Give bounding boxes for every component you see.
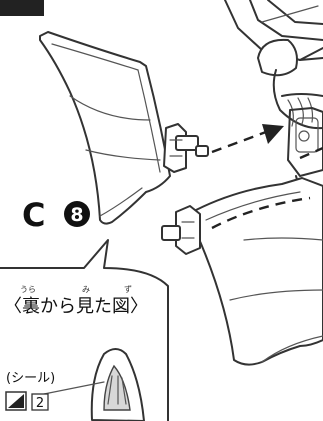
wing-panel-upper (39, 31, 171, 225)
part-label: C 8 (22, 196, 90, 234)
callout-title: 〈裏から見た図〉 (4, 296, 148, 317)
ruby-zu: ず (124, 284, 132, 294)
seal-number: 2 (36, 396, 44, 411)
assembly-arrow (211, 124, 323, 160)
seal-label: (シール) (6, 371, 55, 386)
seal-swatch-shade (8, 394, 24, 408)
part-number-badge (64, 201, 90, 227)
back-view-detail (43, 348, 145, 421)
connector-peg-upper (163, 123, 209, 173)
robot-body (224, 0, 323, 201)
part-number: 8 (70, 204, 83, 226)
seal-number-box (31, 393, 49, 411)
callout-bubble: うら み ず 〈裏から見た図〉 (0, 239, 169, 421)
seal-legend: (シール) 2 (5, 371, 55, 411)
body-panel (295, 117, 319, 153)
wing-panel-lower (195, 177, 323, 366)
arrow-head (262, 124, 284, 144)
corner-block (0, 0, 44, 16)
ruby-mi: み (82, 285, 90, 294)
connector-peg-lower (161, 205, 201, 255)
ruby-ura: うら (20, 285, 36, 294)
part-letter: C (22, 196, 45, 234)
